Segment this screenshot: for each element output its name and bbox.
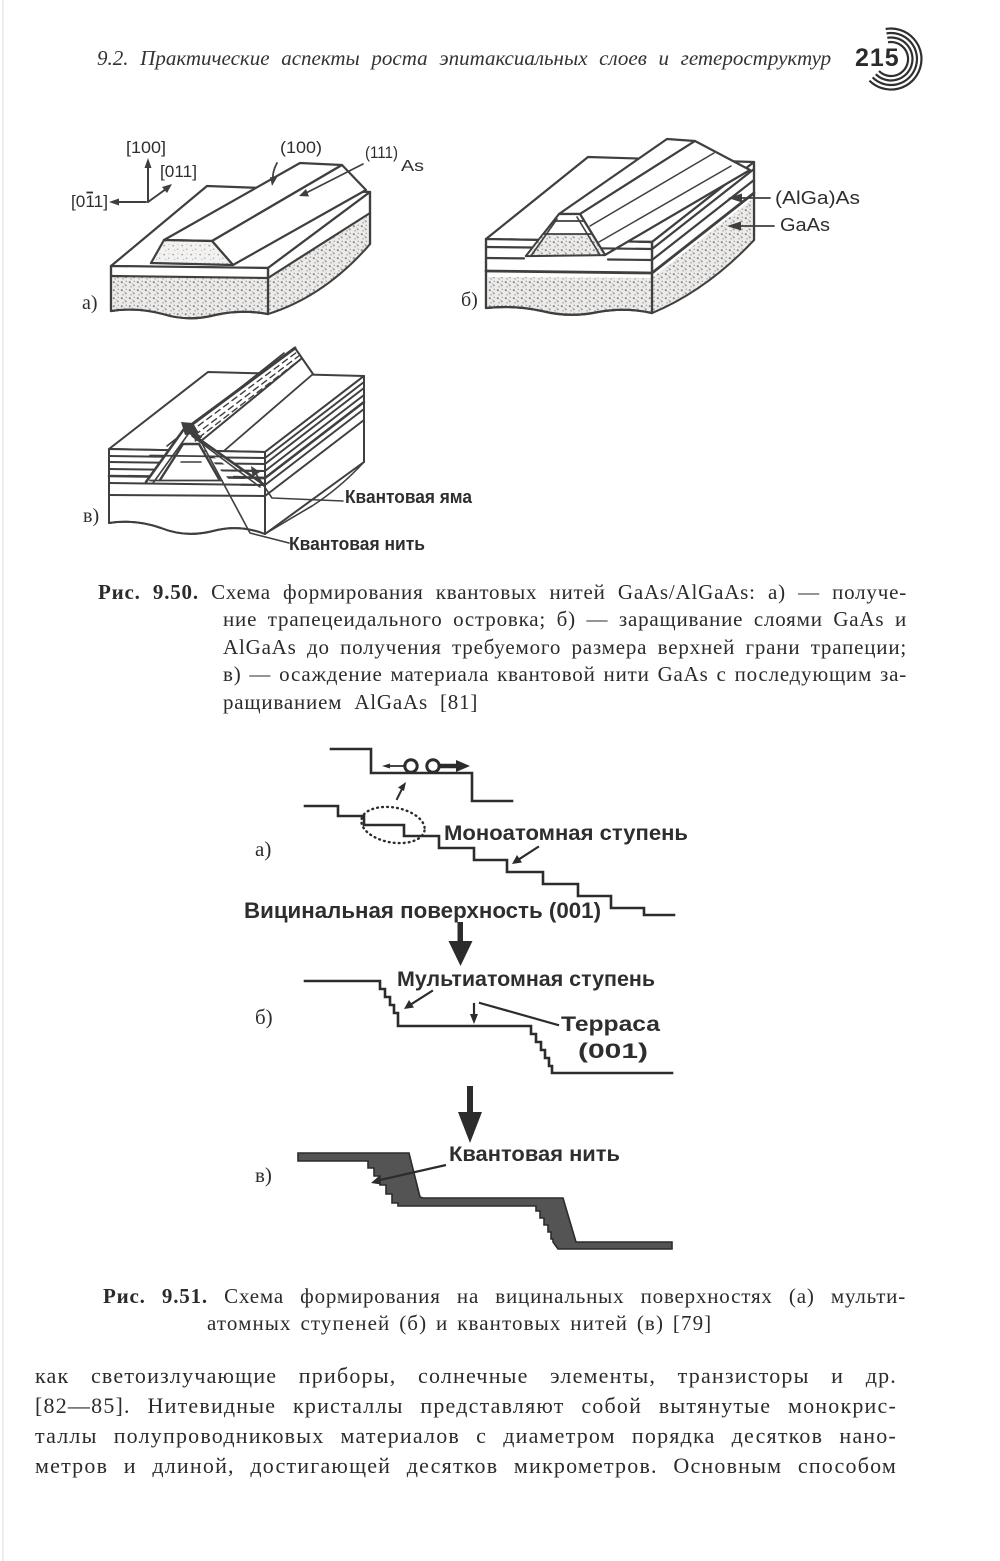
svg-text:[011]: [011] [160,162,197,181]
svg-text:(100): (100) [280,138,322,157]
svg-text:Квантовая нить: Квантовая нить [289,534,425,554]
svg-text:(001): (001) [578,1040,648,1063]
svg-text:Квантовая яма: Квантовая яма [345,487,473,507]
svg-text:б): б) [255,1005,273,1029]
svg-text:[011]: [011] [71,192,108,211]
svg-text:Вицинальная поверхность (001): Вицинальная поверхность (001) [244,898,601,923]
svg-text:Моноатомная ступень: Моноатомная ступень [444,822,688,845]
svg-text:в): в) [255,1163,272,1187]
svg-text:GaAs: GaAs [780,215,830,235]
svg-text:а): а) [82,292,98,314]
svg-text:Терраса: Терраса [561,1013,660,1036]
svg-text:(111): (111) [365,143,398,162]
svg-text:в): в) [83,505,99,527]
svg-text:б): б) [461,289,478,311]
svg-text:[100]: [100] [126,138,166,157]
svg-text:Квантовая нить: Квантовая нить [449,1143,620,1166]
svg-text:а): а) [255,837,271,861]
svg-text:(AlGa)As: (AlGa)As [775,188,860,208]
svg-text:As: As [401,158,424,175]
svg-text:Мультиатомная ступень: Мультиатомная ступень [397,968,655,991]
